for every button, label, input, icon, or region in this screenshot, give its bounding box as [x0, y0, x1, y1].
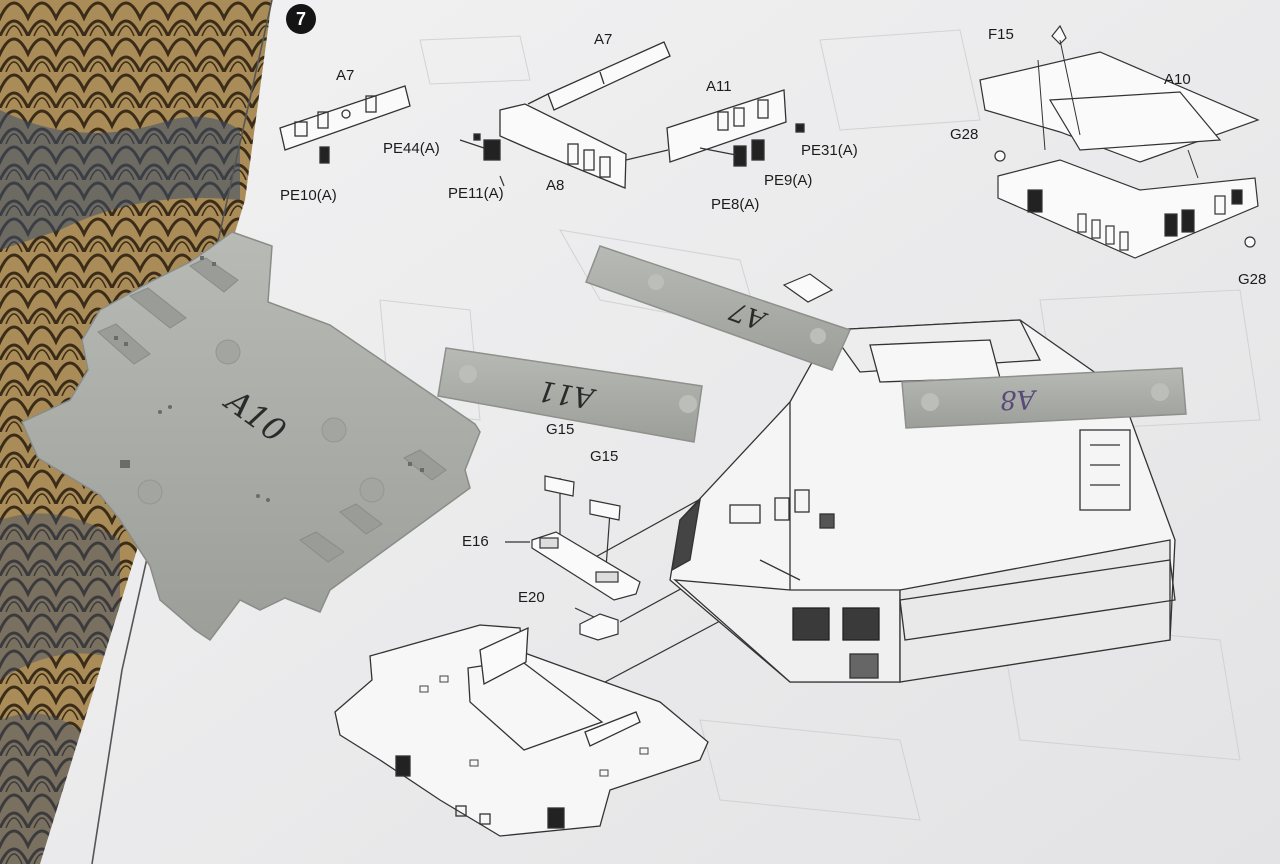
handwritten-label-a11: A11 — [535, 373, 597, 416]
callout-pe9: PE9(A) — [764, 172, 813, 189]
plastic-part-a8 — [901, 367, 1187, 429]
callout-g28-left: G28 — [950, 126, 979, 143]
callout-a7-left: A7 — [336, 67, 355, 84]
callout-a11: A11 — [706, 78, 732, 95]
callout-e16: E16 — [462, 533, 489, 550]
callout-a7-top: A7 — [594, 31, 613, 48]
callout-e20: E20 — [518, 589, 545, 606]
callout-a10: A10 — [1164, 71, 1191, 88]
handwritten-label-a8: A8 — [999, 383, 1036, 415]
plastic-part-a10 — [21, 231, 481, 642]
step-number-badge: 7 — [286, 4, 316, 34]
callout-pe10: PE10(A) — [280, 187, 337, 204]
callout-f15: F15 — [988, 26, 1014, 43]
callout-a8: A8 — [546, 177, 565, 194]
callout-pe44: PE44(A) — [383, 140, 440, 157]
callout-g15-right: G15 — [590, 448, 619, 465]
callout-g28-right: G28 — [1238, 271, 1267, 288]
callout-pe8: PE8(A) — [711, 196, 760, 213]
callout-g15-left: G15 — [546, 421, 575, 438]
plastic-part-a11 — [437, 347, 703, 443]
callout-pe11: PE11(A) — [448, 185, 504, 202]
callout-pe31: PE31(A) — [801, 142, 858, 159]
